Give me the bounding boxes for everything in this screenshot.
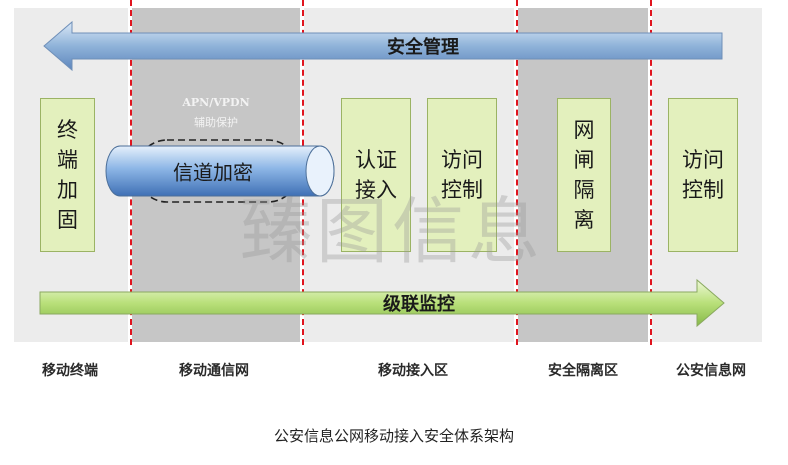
cascade-monitoring-arrow — [39, 278, 725, 328]
box-access-control-2-label: 访问控制 — [682, 148, 724, 202]
security-management-arrow — [43, 20, 723, 72]
zone-label-police-network: 公安信息网 — [676, 363, 746, 379]
box-access-control-1-label: 访问控制 — [441, 148, 483, 202]
cascade-monitoring-label: 级联监控 — [383, 294, 455, 315]
zone-label-isolation: 安全隔离区 — [548, 363, 618, 379]
box-gap-isolation-label: 网闸隔离 — [573, 118, 595, 232]
figure-caption: 公安信息公网移动接入安全体系架构 — [273, 427, 515, 445]
security-management-label: 安全管理 — [387, 37, 459, 58]
channel-encryption-tunnel — [105, 139, 335, 203]
zone-divider — [516, 0, 518, 345]
zone-divider — [650, 0, 652, 345]
watermark-text: 臻图信息 — [239, 189, 545, 274]
box-gap-isolation: 网闸隔离 — [557, 98, 611, 252]
box-access-control-1: 访问控制 — [427, 98, 497, 252]
apn-vpdn-subtitle: 辅助保护 — [194, 116, 238, 129]
apn-vpdn-title: APN/VPDN — [182, 96, 250, 109]
zone-label-mobile-access: 移动接入区 — [378, 363, 448, 379]
zone-label-mobile-network: 移动通信网 — [179, 363, 249, 379]
box-auth-access-label: 认证接入 — [355, 148, 397, 202]
channel-encryption-label: 信道加密 — [173, 160, 253, 185]
box-access-control-2: 访问控制 — [668, 98, 738, 252]
zone-label-mobile-terminal: 移动终端 — [42, 363, 98, 379]
box-terminal-hardening-label: 终端加固 — [57, 118, 78, 232]
box-auth-access: 认证接入 — [341, 98, 411, 252]
box-terminal-hardening: 终端加固 — [40, 98, 95, 252]
